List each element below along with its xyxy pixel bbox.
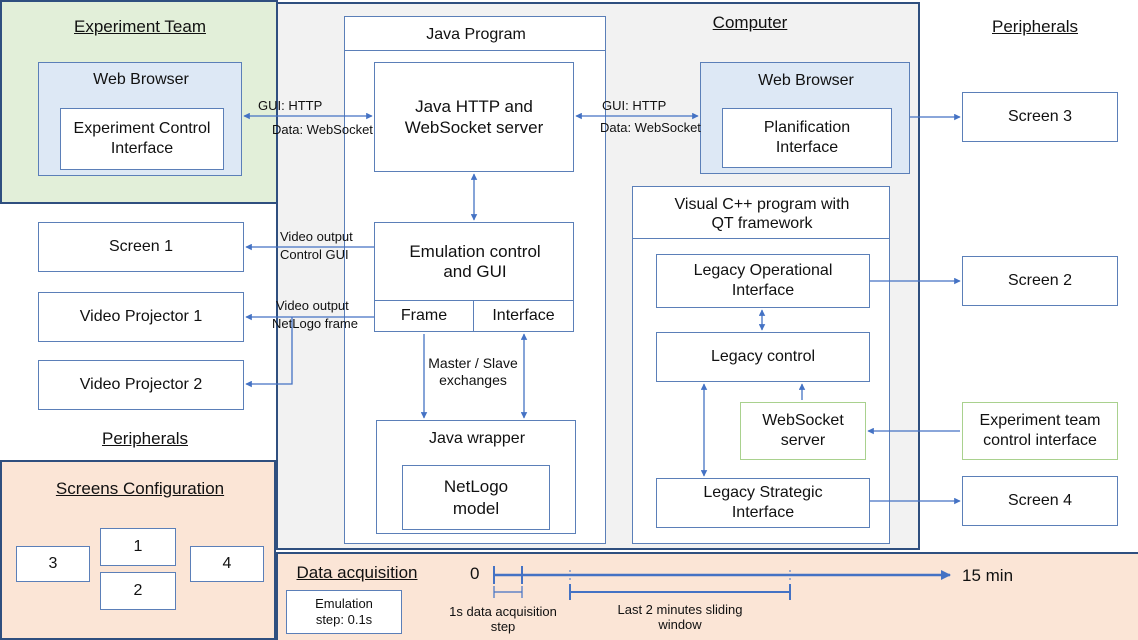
java-program-label: Java Program xyxy=(426,26,526,44)
emulation-step-box: Emulation step: 0.1s xyxy=(286,590,402,634)
interface-section: Interface xyxy=(473,300,574,332)
peripherals-right-heading: Peripherals xyxy=(992,16,1078,36)
data-acquisition-heading: Data acquisition xyxy=(296,562,418,582)
screen-4: Screen 4 xyxy=(962,476,1118,526)
window-label: Last 2 minutes sliding window xyxy=(617,602,743,633)
experiment-control-interface: Experiment Control Interface xyxy=(60,108,224,170)
video-projector-2: Video Projector 2 xyxy=(38,360,244,410)
legacy-control: Legacy control xyxy=(656,332,870,382)
netlogo-model: NetLogo model xyxy=(402,465,550,530)
config-screen-4: 4 xyxy=(190,546,264,582)
experiment-team-control-interface: Experiment team control interface xyxy=(962,402,1118,460)
step-label: 1s data acquisition step xyxy=(449,604,557,635)
link-frame-projector2 xyxy=(245,317,293,388)
label-video-output-2: Video output xyxy=(276,298,349,313)
legacy-operational-interface: Legacy Operational Interface xyxy=(656,254,870,308)
label-data-websocket-right: Data: WebSocket xyxy=(600,120,701,135)
label-data-websocket-left: Data: WebSocket xyxy=(272,122,373,137)
visual-cpp-label: Visual C++ program with QT framework xyxy=(674,195,850,232)
screen-2: Screen 2 xyxy=(962,256,1118,306)
label-gui-http-right: GUI: HTTP xyxy=(602,98,667,113)
screen-1: Screen 1 xyxy=(38,222,244,272)
label-netlogo-frame: NetLogo frame xyxy=(272,316,358,331)
java-http-server: Java HTTP and WebSocket server xyxy=(374,62,574,172)
java-program-divider xyxy=(344,50,606,51)
config-screen-2: 2 xyxy=(100,572,176,610)
data-acquisition-region xyxy=(276,552,1138,640)
visual-cpp-divider xyxy=(632,238,890,239)
timeline-end: 15 min xyxy=(962,566,1014,585)
config-screen-3: 3 xyxy=(16,546,90,582)
planification-interface: Planification Interface xyxy=(722,108,892,168)
web-browser-right-label: Web Browser xyxy=(758,72,854,90)
web-browser-left-label: Web Browser xyxy=(93,71,189,89)
label-video-output-1: Video output xyxy=(280,229,353,244)
screen-3: Screen 3 xyxy=(962,92,1118,142)
computer-heading: Computer xyxy=(712,12,788,32)
video-projector-1: Video Projector 1 xyxy=(38,292,244,342)
timeline-start: 0 xyxy=(470,564,480,583)
emulation-control-label: Emulation control and GUI xyxy=(409,241,541,281)
peripherals-left-heading: Peripherals xyxy=(102,428,188,448)
label-master-slave: Master / Slave exchanges xyxy=(428,355,518,388)
label-control-gui: Control GUI xyxy=(280,247,349,262)
websocket-server: WebSocket server xyxy=(740,402,866,460)
config-screen-1: 1 xyxy=(100,528,176,566)
legacy-strategic-interface: Legacy Strategic Interface xyxy=(656,478,870,528)
label-gui-http-left: GUI: HTTP xyxy=(258,98,323,113)
java-wrapper-label: Java wrapper xyxy=(428,430,526,448)
experiment-team-heading: Experiment Team xyxy=(74,16,206,36)
frame-section: Frame xyxy=(374,300,474,332)
screens-configuration-heading: Screens Configuration xyxy=(55,478,225,498)
